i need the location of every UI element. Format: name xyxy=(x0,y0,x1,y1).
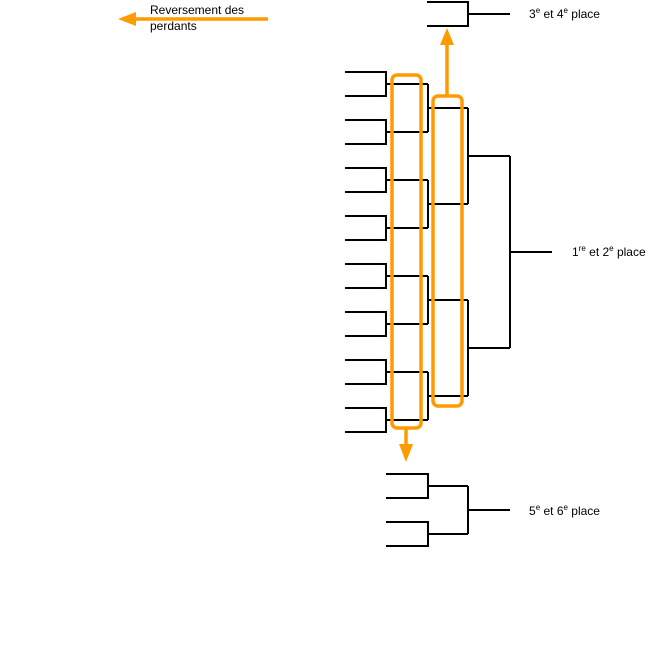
first-second-label: 1re et 2e place xyxy=(572,244,646,259)
loser-highlights xyxy=(390,28,464,462)
legend-text-line1: Reversement des xyxy=(150,3,244,17)
legend-arrow-head-icon xyxy=(118,12,136,26)
arrow-up-icon xyxy=(440,28,454,45)
fifth-sixth-label: 5e et 6e place xyxy=(529,503,600,518)
arrow-down-icon xyxy=(399,444,413,462)
fifth-sixth-bracket: 5e et 6e place xyxy=(386,473,600,547)
legend: Reversement des perdants xyxy=(118,3,268,33)
bracket-lines xyxy=(345,71,552,433)
third-fourth-bracket: 3e et 4e place xyxy=(427,1,600,27)
semifinal-losers-highlight xyxy=(431,94,464,408)
quarterfinal-losers-highlight xyxy=(390,73,423,430)
third-fourth-label: 3e et 4e place xyxy=(529,6,600,21)
main-bracket xyxy=(345,71,552,433)
legend-text-line2: perdants xyxy=(150,19,197,33)
